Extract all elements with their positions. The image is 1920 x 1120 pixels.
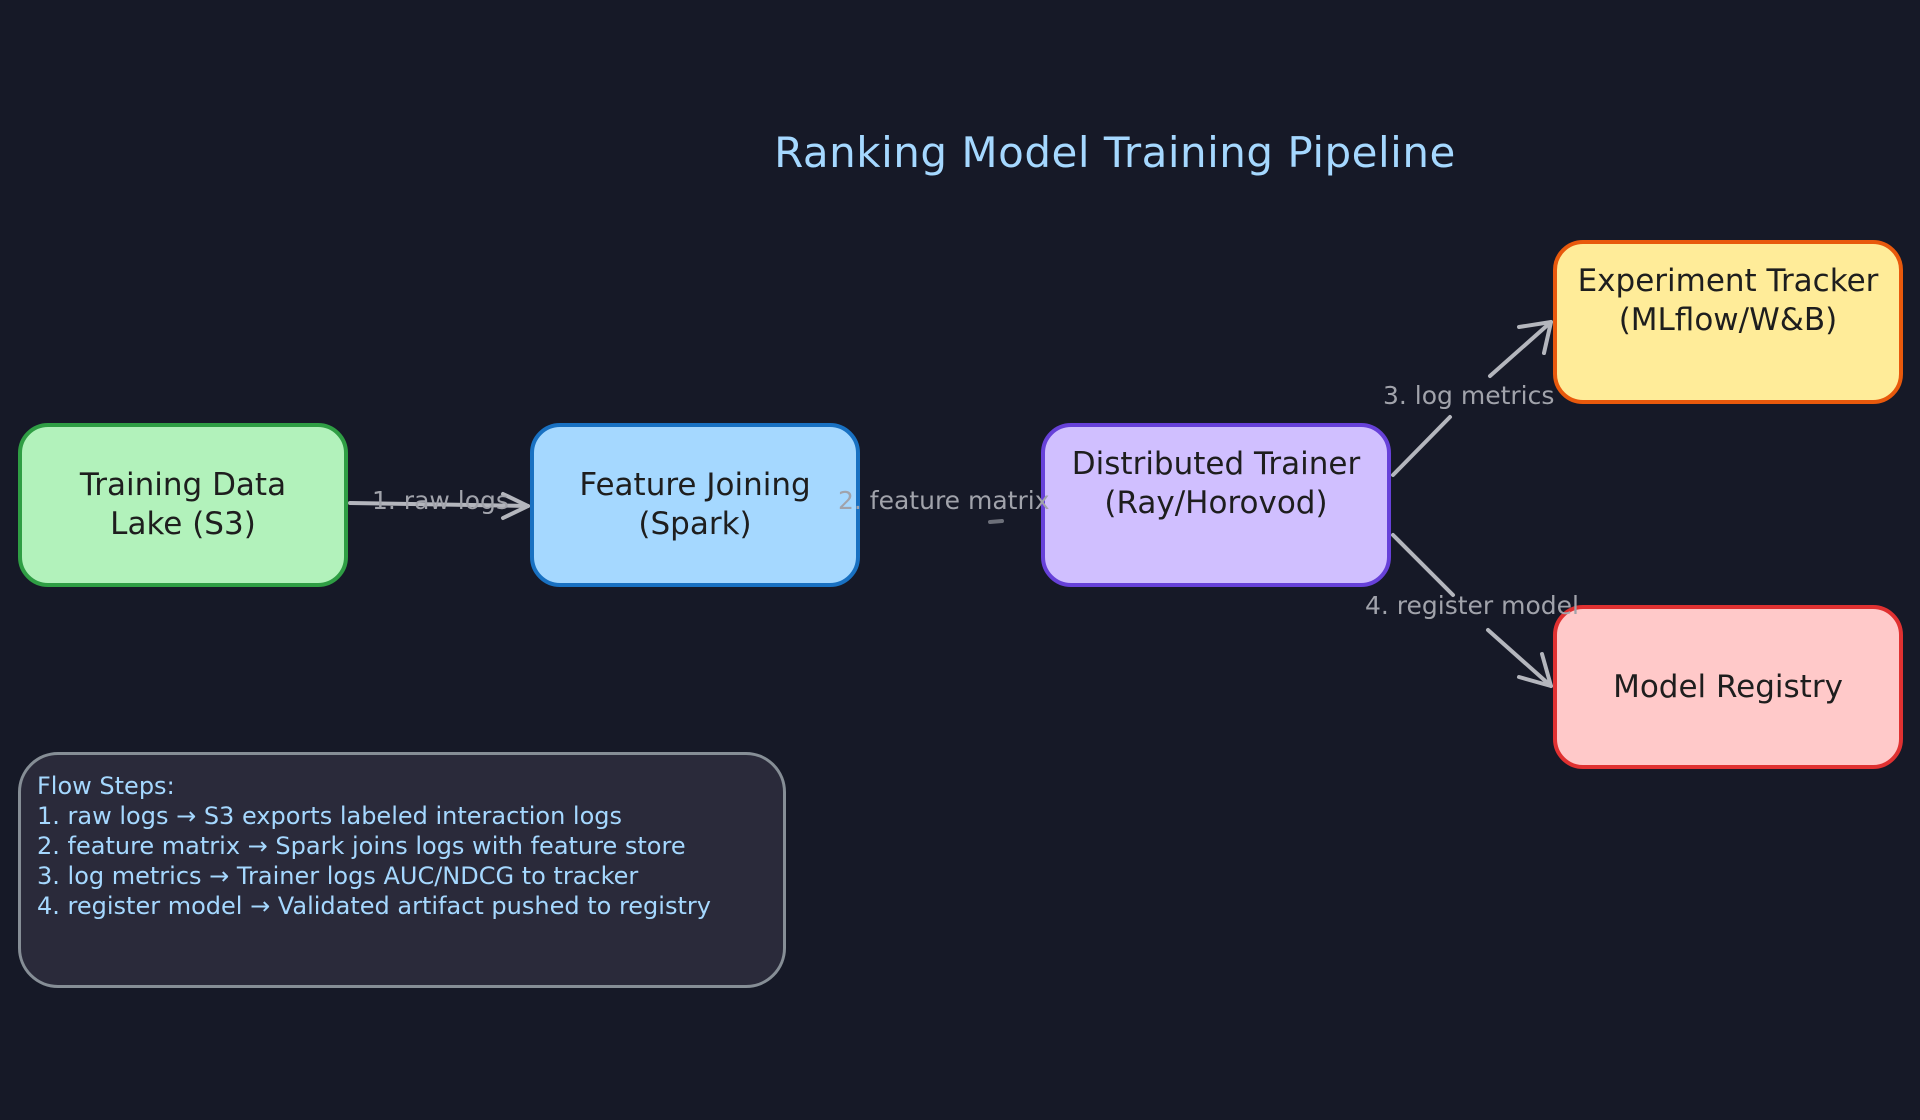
diagram-title: Ranking Model Training Pipeline xyxy=(774,128,1456,177)
node-training-data-lake[interactable]: Training Data Lake (S3) xyxy=(18,423,348,587)
node-label: Training Data Lake (S3) xyxy=(79,467,287,542)
node-distributed-trainer[interactable]: Distributed Trainer (Ray/Horovod) xyxy=(1041,423,1391,587)
arrow-log-metrics xyxy=(1391,320,1553,477)
legend-step: 3. log metrics → Trainer logs AUC/NDCG t… xyxy=(37,862,639,890)
flow-steps-legend: Flow Steps: 1. raw logs → S3 exports lab… xyxy=(18,752,786,988)
edge-label-register-model: 4. register model xyxy=(1365,591,1580,620)
node-label: Model Registry xyxy=(1613,668,1843,705)
edge-label-feature-matrix: 2. feature matrix xyxy=(838,486,1050,515)
arrow-raw-logs xyxy=(348,492,530,520)
edge-label-raw-logs: 1. raw logs xyxy=(372,486,509,515)
node-feature-joining[interactable]: Feature Joining (Spark) xyxy=(530,423,860,587)
node-label: Feature Joining (Spark) xyxy=(579,467,811,542)
node-experiment-tracker[interactable]: Experiment Tracker (MLflow/W&B) xyxy=(1553,240,1903,404)
arrow-register-model xyxy=(1391,533,1553,688)
node-model-registry[interactable]: Model Registry xyxy=(1553,605,1903,769)
legend-step: 1. raw logs → S3 exports labeled interac… xyxy=(37,802,623,830)
legend-step: 2. feature matrix → Spark joins logs wit… xyxy=(37,832,686,860)
arrow-feature-matrix xyxy=(988,519,1004,524)
edge-label-log-metrics: 3. log metrics xyxy=(1383,381,1555,410)
node-label: Experiment Tracker (MLflow/W&B) xyxy=(1577,263,1879,338)
legend-step: 4. register model → Validated artifact p… xyxy=(37,892,711,920)
node-label: Distributed Trainer (Ray/Horovod) xyxy=(1071,446,1361,521)
legend-heading: Flow Steps: xyxy=(37,772,175,800)
